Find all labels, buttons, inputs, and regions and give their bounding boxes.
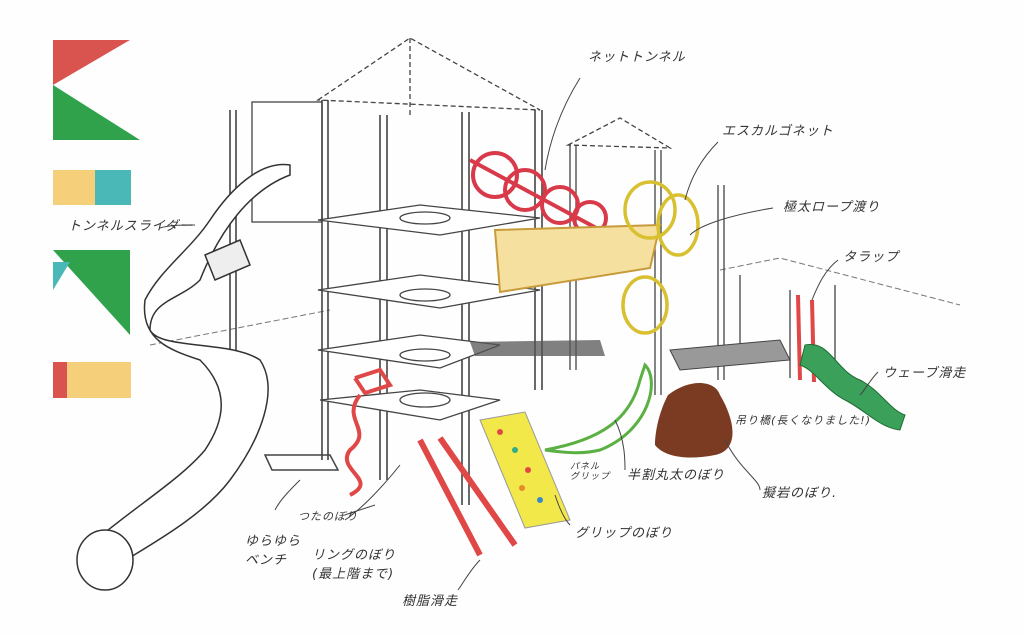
label-trap: タラップ bbox=[843, 250, 900, 265]
ground-outline bbox=[149, 257, 961, 346]
logo-blocks bbox=[53, 40, 140, 398]
leader-lines bbox=[159, 77, 879, 591]
label-panel-grip-line1: パネル bbox=[570, 462, 601, 472]
label-tunnel-slider: トンネルスライダー bbox=[68, 219, 194, 234]
label-resin-slide: 樹脂滑走 bbox=[402, 594, 459, 609]
wave-slide bbox=[799, 343, 906, 431]
label-suspension-bridge: 吊り橋(長くなりました!) bbox=[735, 414, 871, 427]
climbing-rock bbox=[655, 382, 733, 458]
label-escargot-net: エスカルゴネット bbox=[722, 124, 834, 139]
label-ring-climb-line2: (最上階まで) bbox=[312, 567, 395, 582]
label-ivy-climb: つたのぼり bbox=[298, 510, 358, 523]
bridges bbox=[470, 339, 791, 371]
tunnel-slider bbox=[76, 163, 291, 591]
grip-panel bbox=[479, 411, 571, 529]
label-ring-climb-line1: リングのぼり bbox=[312, 548, 397, 563]
label-wave-slide: ウェーブ滑走 bbox=[883, 366, 967, 381]
label-panel-grip-line2: グリップ bbox=[570, 472, 611, 482]
resin-slide bbox=[417, 436, 518, 557]
label-swing-bench-line1: ゆらゆら bbox=[245, 534, 302, 549]
escargot-net bbox=[621, 180, 700, 335]
label-ring-climb: リングのぼり (最上階まで) bbox=[312, 544, 396, 582]
swing-bench bbox=[263, 454, 340, 471]
half-log-climb bbox=[544, 362, 653, 455]
label-rock-climb: 擬岩のぼり. bbox=[762, 486, 838, 501]
label-swing-bench: ゆらゆらベンチ bbox=[245, 530, 301, 568]
label-panel-grip: パネルグリップ bbox=[570, 462, 610, 482]
label-half-log-climb: 半割丸太のぼり bbox=[627, 468, 726, 483]
rope-crossing bbox=[493, 223, 662, 294]
label-net-tunnel: ネットトンネル bbox=[588, 50, 686, 65]
label-grip-climb: グリップのぼり bbox=[575, 526, 674, 541]
label-swing-bench-line2: ベンチ bbox=[245, 553, 288, 568]
label-rope-crossing: 極太ロープ渡り bbox=[783, 200, 881, 215]
ivy-climb bbox=[344, 367, 394, 497]
